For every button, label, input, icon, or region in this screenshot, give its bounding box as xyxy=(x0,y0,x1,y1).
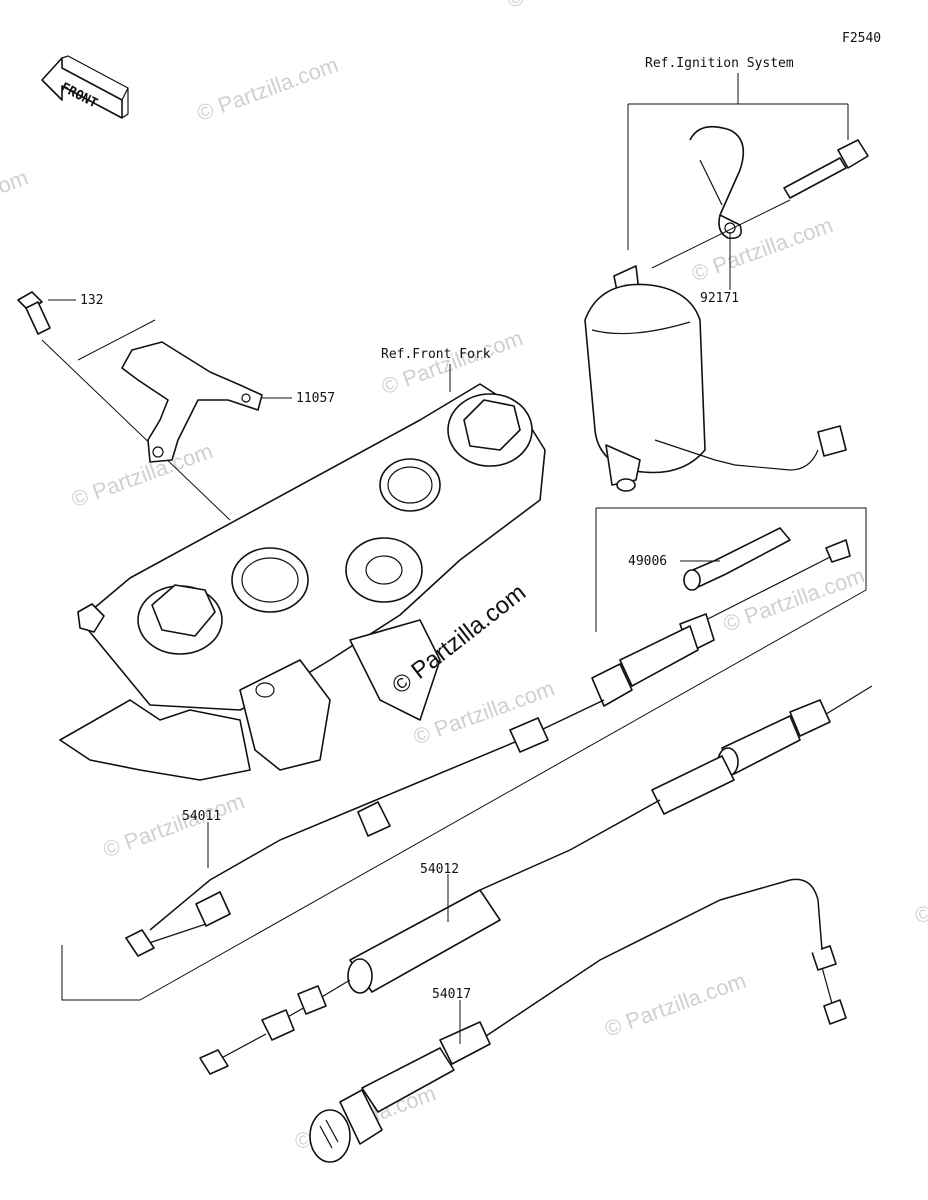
cable-54017 xyxy=(309,878,847,1163)
figure-code: F2540 xyxy=(842,31,881,46)
part-label-49006: 49006 xyxy=(628,554,667,569)
ignition-coil xyxy=(584,265,847,492)
watermark: © Partzilla.com xyxy=(100,788,248,862)
watermark: © Partzilla.com xyxy=(378,325,526,399)
front-arrow-icon: FRONT xyxy=(41,55,129,119)
watermark: © Partzilla.com xyxy=(0,165,31,239)
part-label-92171: 92171 xyxy=(700,291,739,306)
leader-bolt-path xyxy=(41,319,231,521)
ref-ignition-label: Ref.Ignition System xyxy=(645,56,794,71)
part-label-11057: 11057 xyxy=(296,391,335,406)
watermark: © Partzilla.com xyxy=(911,855,928,929)
clamp-92171 xyxy=(689,125,745,240)
ref-ignition-bracket xyxy=(627,73,849,250)
watermark: © Partzilla.com xyxy=(504,0,652,13)
ref-front-fork-label: Ref.Front Fork xyxy=(381,347,491,362)
cable-54011 xyxy=(125,539,851,957)
part-label-132: 132 xyxy=(80,293,103,308)
cable-54012 xyxy=(199,685,873,1075)
watermark: © Partzilla.com xyxy=(68,438,216,512)
watermark: © Partzilla.com xyxy=(688,212,836,286)
leader-92171 xyxy=(651,199,791,290)
part-label-54011: 54011 xyxy=(182,809,221,824)
part-label-54012: 54012 xyxy=(420,862,459,877)
bolt-132 xyxy=(17,291,51,335)
bracket-54011 xyxy=(61,507,867,1001)
bracket-11057 xyxy=(121,341,263,463)
top-bridge xyxy=(59,383,546,781)
watermark: © Partzilla.com xyxy=(194,52,342,126)
boot-49006 xyxy=(683,527,791,591)
watermark: © Partzilla.com xyxy=(720,563,868,637)
bolt-ignition xyxy=(783,139,869,199)
part-label-54017: 54017 xyxy=(432,987,471,1002)
